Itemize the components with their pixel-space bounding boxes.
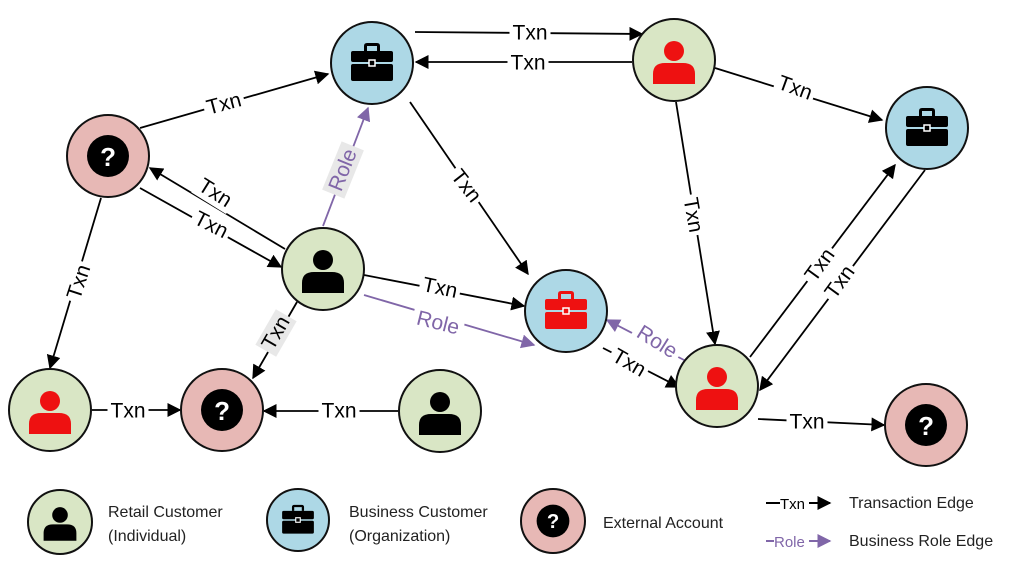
edge-label-background (417, 272, 463, 304)
txn-edge-ext_left-to-ret_bottom_red: Txn (46, 197, 102, 370)
person-icon (419, 392, 461, 435)
legend-retail-sublabel: (Individual) (108, 528, 186, 545)
legend-external-label: External Account (603, 515, 724, 532)
edge-label-background (818, 258, 862, 306)
legend-retail-label: Retail Customer (108, 504, 223, 521)
svg-text:?: ? (918, 411, 934, 441)
legend: Retail Customer (Individual) Business Cu… (27, 488, 993, 555)
txn-edge-ret_top_red-to-ret_right_red: Txn (675, 101, 720, 346)
txn-edge-label: Txn (510, 52, 545, 75)
txn-edge-label: Txn (204, 88, 244, 119)
business-node-biz-top (330, 21, 414, 105)
txn-edge-label: Txn (512, 22, 547, 45)
txn-edge-label: Txn (679, 196, 708, 234)
svg-text:?: ? (214, 396, 230, 426)
question-icon: ? (201, 389, 243, 431)
edge-label-background (409, 305, 467, 341)
edge-label-background (201, 87, 247, 121)
legend-business-sublabel: (Organization) (349, 528, 450, 545)
txn-edge-biz_top-to-biz_center_red: Txn (409, 101, 529, 276)
legend-external-node-symbol: ? (520, 488, 586, 554)
briefcase-icon (282, 504, 314, 534)
question-icon: ? (536, 504, 570, 538)
edge-label-background (61, 258, 97, 306)
edge-label-background (628, 318, 686, 366)
role-edge-label: Role (414, 307, 461, 340)
role-edge-ret_center-to-biz_top: Role (322, 106, 371, 227)
briefcase-icon (906, 108, 948, 146)
svg-text:?: ? (100, 142, 116, 172)
edge-label-background (443, 162, 489, 210)
txn-edge-ret_bottom_right-to-ext_bottom: Txn (262, 399, 398, 423)
retail-node-ret-bottom-right (398, 369, 482, 453)
legend-txn-sample: Txn (780, 496, 805, 513)
txn-edge-ext_left-to-biz_top: Txn (139, 70, 330, 129)
person-icon (302, 250, 344, 293)
retail-node-ret-right-red (675, 344, 759, 428)
txn-edge-label: Txn (321, 400, 356, 423)
legend-txn-edge-label: Transaction Edge (849, 495, 974, 512)
edge-label-background (191, 171, 239, 215)
retail-node-ret-top-red (632, 18, 716, 102)
txn-edge-label: Txn (775, 71, 816, 105)
business-node-biz-right (885, 86, 969, 170)
retail-node-ret-bottom-red (8, 368, 92, 452)
business-node-biz-center-red (524, 269, 608, 353)
legend-business-node-symbol (266, 488, 330, 552)
txn-edge-ret_bottom_red-to-ext_bottom: Txn (92, 399, 182, 423)
edge-label-background (107, 399, 149, 423)
edge-label-background (798, 241, 842, 289)
legend-retail-node (27, 489, 93, 555)
edge-label-background (677, 192, 709, 238)
retail-node-ret-center (281, 227, 365, 311)
edge-label-background (605, 342, 653, 384)
txn-edge-ret_right_red-to-biz_right: Txn (749, 163, 896, 358)
edge-label-background (322, 141, 364, 199)
edge-label-background (318, 399, 360, 423)
question-icon: ? (905, 404, 947, 446)
external-node-ext-right: ? (884, 383, 968, 467)
txn-edge-label: Txn (63, 262, 96, 302)
legend-business-node (266, 488, 330, 552)
legend-role-edge-label: Business Role Edge (849, 533, 993, 550)
person-icon (696, 367, 738, 410)
txn-edge-label: Txn (110, 400, 145, 423)
svg-text:?: ? (547, 511, 559, 533)
txn-edge-ret_right_red-to-ext_right: Txn (757, 410, 886, 434)
role-edge-label: Role (324, 146, 362, 195)
edge-label-background (187, 205, 235, 245)
legend-role-sample: Role (774, 534, 805, 551)
txn-edge-ret_top_red-to-biz_top: Txn (414, 51, 632, 75)
txn-edge-ret_center-to-biz_center_red: Txn (363, 272, 526, 311)
person-icon (653, 41, 695, 84)
person-icon (29, 391, 71, 434)
txn-edge-label: Txn (420, 273, 459, 303)
question-icon: ? (87, 135, 129, 177)
nodes-layer: ??? (8, 18, 969, 467)
txn-edge-ret_top_red-to-biz_right: Txn (714, 67, 884, 123)
legend-business-label: Business Customer (349, 504, 488, 521)
edge-label-background (786, 410, 828, 434)
briefcase-icon (351, 43, 393, 81)
legend-retail-node-symbol (27, 489, 93, 555)
edge-label-background (507, 51, 549, 75)
edge-label-background (771, 69, 819, 107)
external-node-ext-left: ? (66, 114, 150, 198)
txn-edge-biz_right-to-ret_right_red: Txn (759, 169, 926, 392)
txn-edge-label: Txn (789, 411, 824, 434)
edge-label-background (509, 21, 551, 45)
edge-label-background (255, 309, 297, 357)
legend-external-node: ? (520, 488, 586, 554)
person-icon (43, 507, 77, 541)
briefcase-icon (545, 291, 587, 329)
txn-edge-biz_top-to-ret_top_red: Txn (414, 21, 644, 45)
txn-edge-ret_center-to-ext_bottom: Txn (252, 301, 298, 380)
external-node-ext-bottom: ? (180, 368, 264, 452)
